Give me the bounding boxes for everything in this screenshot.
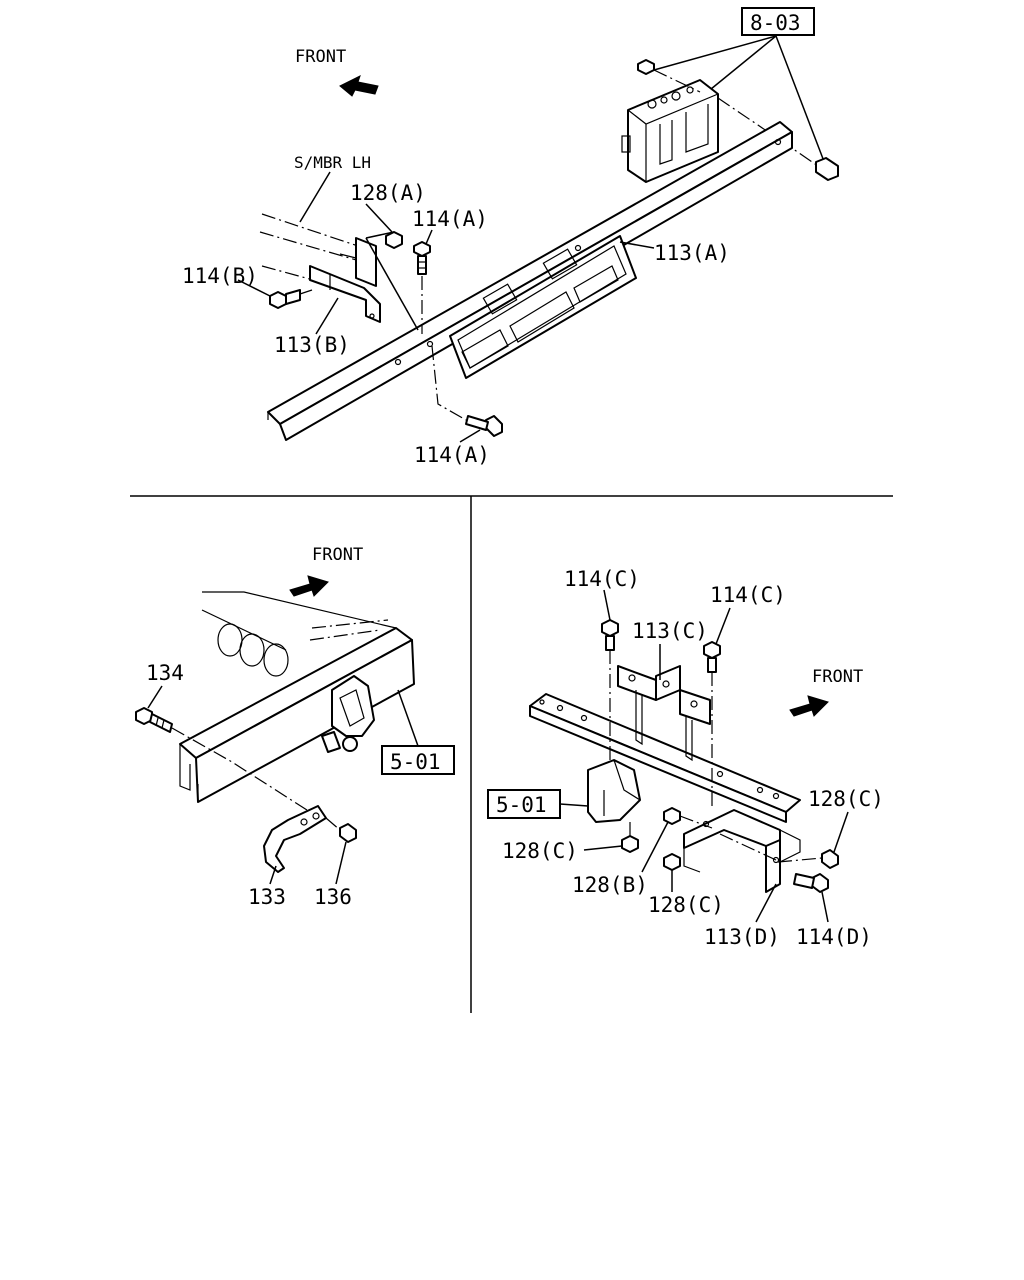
label-128b: 128(B) — [572, 873, 648, 897]
bottom-left-section: FRONT — [135, 545, 455, 909]
top-ref-box-label: 8-03 — [750, 11, 801, 35]
label-128c-right: 128(C) — [808, 787, 884, 811]
label-113c: 113(C) — [632, 619, 708, 643]
nut-128b-icon — [663, 807, 681, 825]
bottom-left-front-arrow-icon — [289, 575, 329, 597]
top-bolt-right-icon — [815, 157, 839, 181]
bracket-113b — [309, 265, 381, 323]
s-mbr-label: S/MBR LH — [294, 153, 371, 172]
bolt-114c-left-icon — [601, 619, 619, 651]
nut-128c-mid-icon — [663, 853, 681, 871]
nut-128a-icon — [385, 231, 403, 249]
bottom-right-front-arrow-icon — [789, 695, 829, 717]
label-113d: 113(D) — [704, 925, 780, 949]
nut-136-icon — [339, 823, 357, 843]
label-114a-top: 114(A) — [412, 207, 488, 231]
bottom-right-ref-box-label: 5-01 — [496, 793, 547, 817]
label-114c-left: 114(C) — [564, 567, 640, 591]
label-114c-right: 114(C) — [710, 583, 786, 607]
nut-128c-right-icon — [821, 849, 839, 869]
bracket-113c — [617, 665, 711, 762]
tow-hook — [263, 805, 327, 873]
frame-member — [179, 591, 415, 803]
label-114d: 114(D) — [796, 925, 872, 949]
bottom-right-front-label: FRONT — [812, 667, 863, 687]
label-128c-mid: 128(C) — [648, 893, 724, 917]
label-133: 133 — [248, 885, 286, 909]
bolt-114a-bottom-icon — [465, 415, 503, 437]
frame-bracket-side — [587, 759, 641, 823]
angle-rail — [529, 693, 801, 823]
bolt-114d-icon — [793, 873, 829, 893]
bracket-panel — [449, 235, 637, 379]
bottom-right-ref-box — [487, 789, 561, 819]
label-113b: 113(B) — [274, 333, 350, 357]
top-section: FRONT 8-03 — [182, 7, 839, 467]
bottom-right-section: FRONT — [487, 567, 884, 949]
nut-128c-left-icon — [621, 835, 639, 853]
top-front-arrow-icon — [339, 75, 379, 97]
label-113a: 113(A) — [654, 241, 730, 265]
label-134: 134 — [146, 661, 184, 685]
top-ref-box — [741, 7, 815, 36]
top-nut-icon — [637, 59, 655, 75]
bolt-134-icon — [135, 707, 173, 733]
label-114a-bottom: 114(A) — [414, 443, 490, 467]
label-128c-left: 128(C) — [502, 839, 578, 863]
bolt-114c-right-icon — [703, 641, 721, 673]
bottom-left-front-label: FRONT — [312, 545, 363, 565]
bolt-114b-icon — [269, 289, 301, 309]
hook-bracket — [321, 675, 375, 753]
bracket-113d — [683, 809, 801, 893]
top-front-label: FRONT — [295, 47, 346, 67]
bolt-114a-top-icon — [413, 241, 431, 275]
bottom-left-ref-box-label: 5-01 — [390, 750, 441, 774]
label-128a: 128(A) — [350, 181, 426, 205]
label-136: 136 — [314, 885, 352, 909]
control-unit-module — [621, 79, 719, 183]
